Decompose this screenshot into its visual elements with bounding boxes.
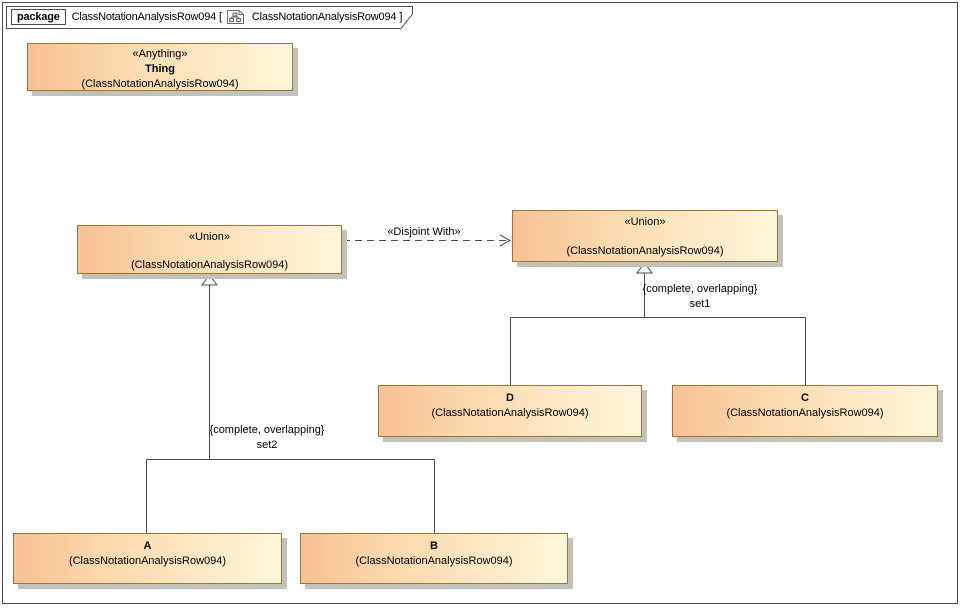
generalization-set2-label: {complete, overlapping} set2 (199, 423, 335, 453)
generalization-arrowhead-icon (201, 274, 218, 286)
class-qualifier: (ClassNotationAnalysisRow094) (726, 407, 884, 419)
open-bracket: [ (219, 11, 222, 23)
stereotype-label: «Union» (189, 231, 230, 243)
class-name: Thing (145, 63, 175, 75)
set1-name: set1 (689, 298, 711, 310)
class-name: C (801, 392, 809, 404)
class-box-b[interactable]: B (ClassNotationAnalysisRow094) (300, 533, 568, 584)
generalization-set1-connector[interactable] (510, 262, 806, 385)
class-box-c[interactable]: C (ClassNotationAnalysisRow094) (672, 385, 938, 437)
set2-name: set2 (256, 439, 278, 451)
class-qualifier: (ClassNotationAnalysisRow094) (355, 555, 513, 567)
class-name: D (506, 392, 514, 404)
generalization-arrowhead-icon (636, 262, 653, 274)
class-qualifier: (ClassNotationAnalysisRow094) (68, 555, 227, 567)
set2-constraint: {complete, overlapping} (209, 424, 325, 436)
stereotype-label: «Union» (624, 216, 666, 228)
disjoint-with-dashed-arrow[interactable] (343, 234, 512, 247)
class-box-union-left[interactable]: «Union» (ClassNotationAnalysisRow094) (77, 225, 342, 274)
package-tab-shape (6, 6, 413, 29)
class-box-thing[interactable]: «Anything» Thing (ClassNotationAnalysisR… (27, 43, 293, 91)
class-name: B (430, 540, 438, 552)
disjoint-with-label: «Disjoint With» (387, 226, 461, 238)
class-box-union-right[interactable]: «Union» (ClassNotationAnalysisRow094) (512, 210, 778, 262)
open-arrowhead-icon (499, 234, 512, 247)
class-diagram-icon (226, 9, 245, 25)
class-qualifier: (ClassNotationAnalysisRow094) (81, 78, 239, 90)
class-name: A (143, 540, 152, 552)
set1-constraint: {complete, overlapping} (642, 283, 758, 295)
class-qualifier: (ClassNotationAnalysisRow094) (431, 407, 589, 419)
stereotype-label: «Anything» (132, 48, 188, 60)
close-bracket: ] (399, 11, 403, 23)
package-context-name: ClassNotationAnalysisRow094 (71, 11, 217, 23)
class-qualifier: (ClassNotationAnalysisRow094) (130, 259, 289, 271)
generalization-set1-label: {complete, overlapping} set1 (632, 282, 768, 312)
generalization-set2-connector[interactable] (146, 274, 435, 533)
package-keyword: package (11, 9, 66, 25)
class-box-d[interactable]: D (ClassNotationAnalysisRow094) (378, 385, 642, 437)
package-diagram-name: ClassNotationAnalysisRow094 (251, 11, 397, 23)
class-box-a[interactable]: A (ClassNotationAnalysisRow094) (13, 533, 282, 584)
package-header: package ClassNotationAnalysisRow094 [ Cl… (11, 8, 402, 26)
class-qualifier: (ClassNotationAnalysisRow094) (566, 245, 724, 257)
